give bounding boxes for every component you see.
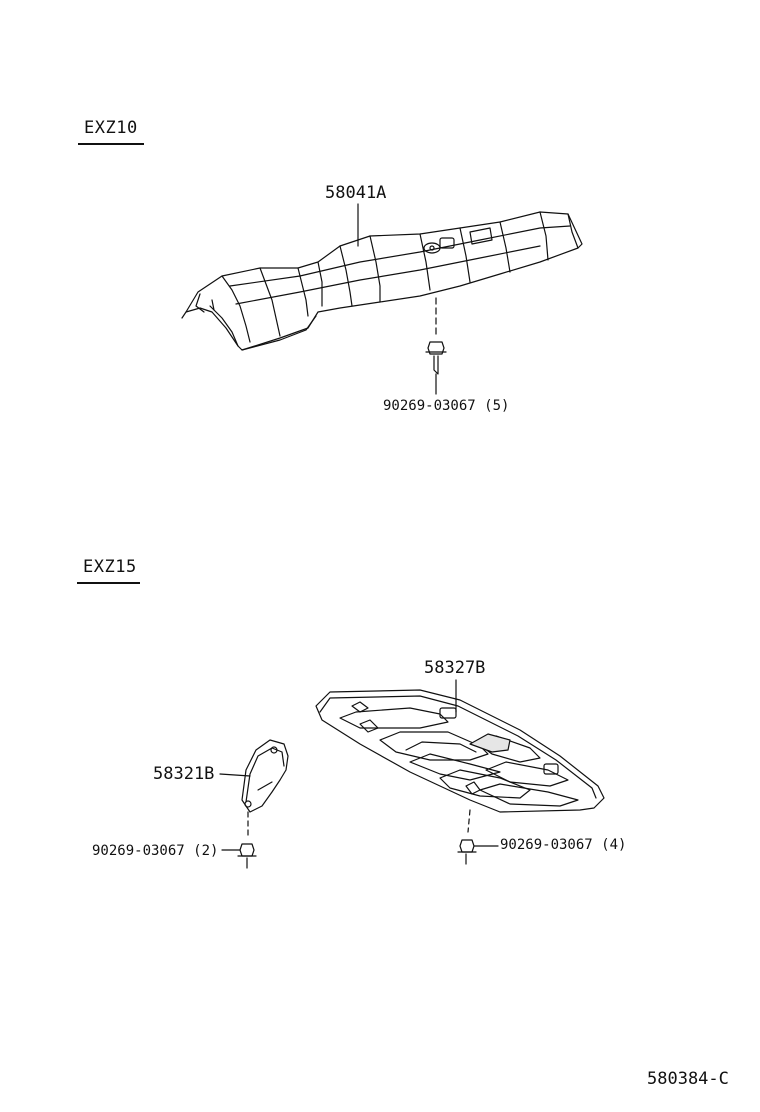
heat-insulator-58327b <box>315 689 605 813</box>
callout-58321b: 58321B <box>153 764 215 784</box>
callout-58327b: 58327B <box>424 658 486 678</box>
section-underline-exz10 <box>78 143 144 145</box>
drawing-id: 580384-C <box>647 1069 729 1089</box>
leader-58321b <box>219 773 251 777</box>
section-label-exz15: EXZ15 <box>83 557 137 577</box>
callout-bolt-upper: 90269-03067 (5) <box>383 398 510 414</box>
callout-58041a: 58041A <box>325 183 387 203</box>
bolt-upper <box>425 341 447 375</box>
dashed-line-right-bolt <box>467 809 471 833</box>
bolt-right <box>457 839 477 865</box>
heat-insulator-58041a <box>181 211 583 351</box>
bolt-left <box>237 843 257 869</box>
callout-bolt-left: 90269-03067 (2) <box>92 843 219 859</box>
section-underline-exz15 <box>77 582 140 584</box>
callout-bolt-right: 90269-03067 (4) <box>500 837 627 853</box>
section-label-exz10: EXZ10 <box>84 118 138 138</box>
heat-insulator-58321b <box>241 739 289 813</box>
